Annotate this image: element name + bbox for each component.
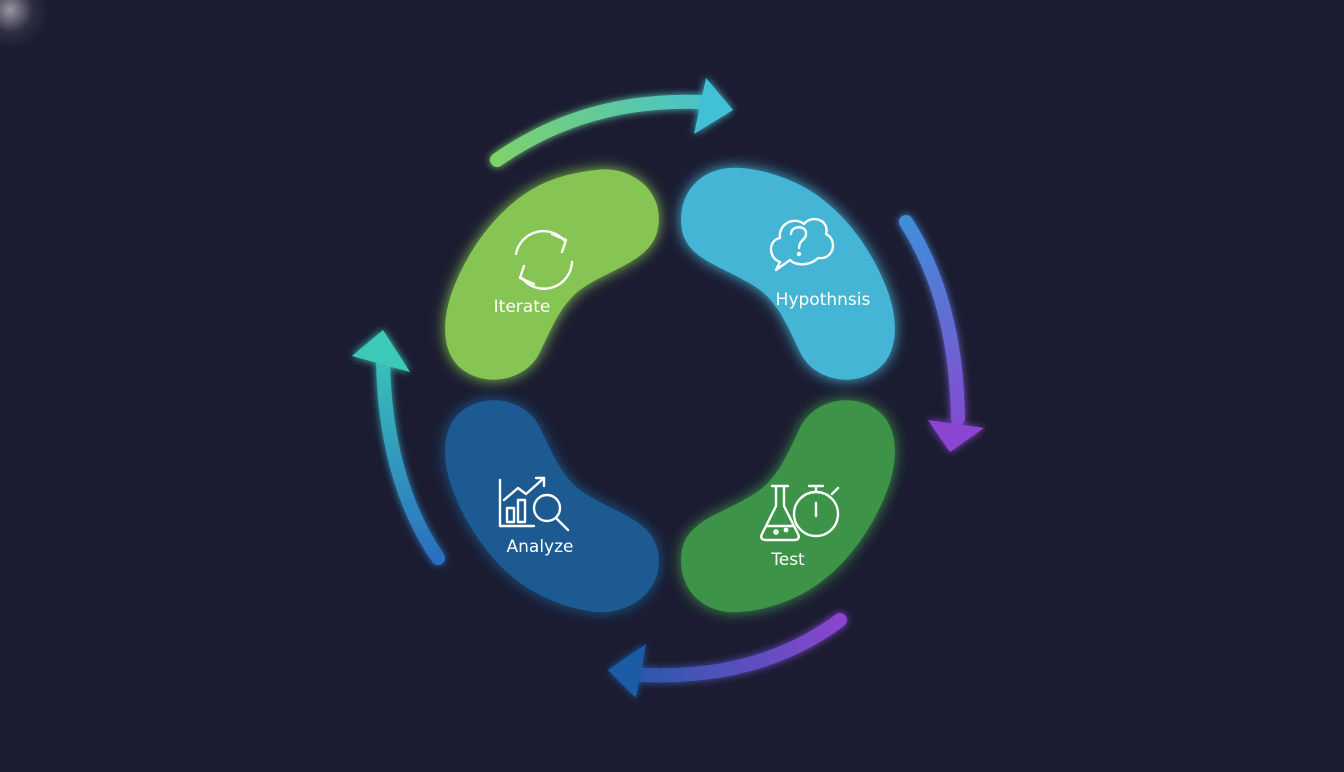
arrow-analyze-to-iterate [352, 330, 445, 565]
cycle-arrows-icon [514, 229, 574, 290]
arrow-right-arc [899, 215, 965, 425]
segment-hypothesis-shape [681, 167, 895, 380]
arrow-top-arc [490, 94, 707, 167]
label-test: Test [770, 550, 805, 570]
arrow-top-head [694, 78, 733, 134]
label-analyze: Analyze [507, 537, 574, 557]
segment-iterate[interactable] [445, 169, 659, 380]
chart-magnifier-icon [498, 476, 570, 532]
segment-test[interactable] [681, 400, 895, 613]
flask-stopwatch-icon [760, 484, 840, 542]
arrow-left-head [352, 330, 410, 372]
segment-iterate-shape [445, 169, 659, 380]
segment-hypothesis[interactable] [681, 167, 895, 380]
arrow-iterate-to-hypothesis [490, 78, 733, 167]
segment-analyze-shape [445, 400, 659, 613]
arrow-right-head [928, 420, 984, 452]
arrow-bottom-head [608, 644, 646, 698]
arrow-left-arc [376, 353, 445, 565]
arrow-bottom-arc [635, 613, 847, 683]
segment-analyze[interactable] [445, 400, 659, 613]
arrow-test-to-analyze [608, 613, 847, 698]
segment-test-shape [681, 400, 895, 613]
question-bubble-icon [769, 217, 835, 272]
label-hypothesis: Hypothnsis [776, 290, 871, 310]
label-iterate: Iterate [494, 297, 551, 317]
arrow-hypothesis-to-test [899, 215, 984, 452]
